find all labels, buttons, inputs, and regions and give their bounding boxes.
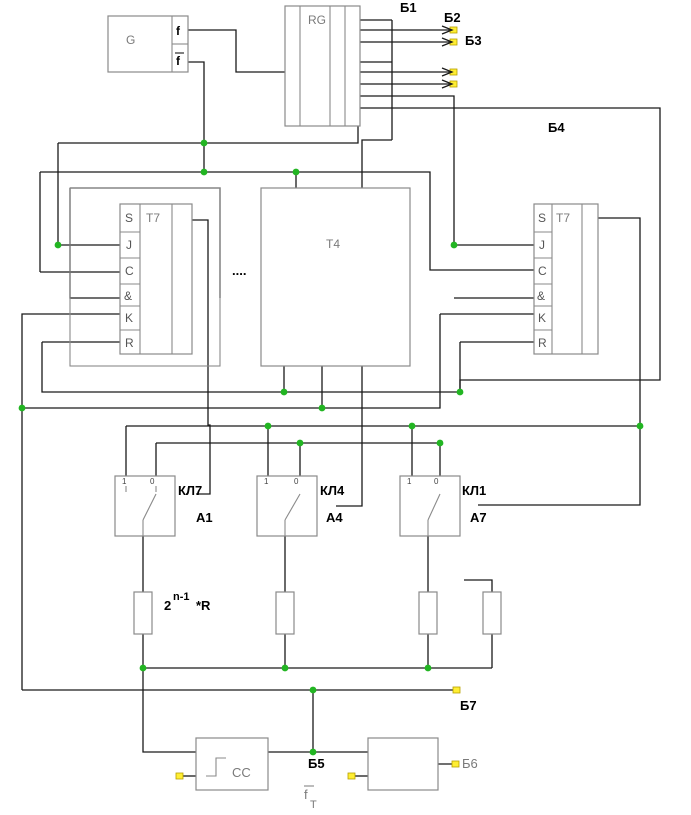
bus-label-b7: Б7: [460, 698, 477, 713]
svg-text:0: 0: [150, 477, 155, 486]
pin-k-right: K: [538, 311, 546, 325]
switch-kl7-label: КЛ7: [178, 483, 202, 498]
switch-kl1: 1 0 КЛ1 A7: [399, 475, 487, 537]
svg-text:1: 1: [407, 477, 412, 486]
io-ports: [175, 26, 461, 780]
junction-dots: [18, 139, 644, 756]
svg-text:*R: *R: [196, 598, 211, 613]
generator-block: G f f: [107, 15, 189, 73]
pin-c-left: C: [125, 264, 134, 278]
svg-text:0: 0: [294, 477, 299, 486]
trigger-t7-right: T7 S J C & K R: [533, 203, 599, 355]
bus-label-b1: Б1: [400, 0, 417, 15]
svg-text:n-1: n-1: [173, 591, 190, 603]
resistor-2: [275, 591, 295, 635]
svg-text:T: T: [310, 799, 317, 811]
resistor-1: [133, 591, 153, 635]
pin-s-right: S: [538, 211, 546, 225]
switch-kl1-addr: A7: [470, 510, 487, 525]
svg-text:1: 1: [264, 477, 269, 486]
register-label: RG: [308, 13, 326, 27]
bus-label-b4: Б4: [548, 120, 565, 135]
resistor-label: 2 n-1 *R: [164, 591, 211, 613]
output-block: [367, 737, 439, 791]
pin-j-left: J: [126, 238, 132, 252]
switch-kl7: 1 0 КЛ7 A1: [114, 475, 213, 537]
resistor-3: [418, 591, 438, 635]
svg-text:1: 1: [122, 477, 127, 486]
wires: [21, 19, 661, 777]
svg-text:f: f: [304, 787, 308, 802]
pin-and-right: &: [537, 289, 545, 303]
switch-kl4-addr: A4: [326, 510, 343, 525]
bus-label-b2: Б2: [444, 10, 461, 25]
clock-label: f T: [304, 785, 317, 811]
pin-j-right: J: [539, 238, 545, 252]
trigger-t7-left: T7 S J C & K R: [119, 203, 193, 355]
pin-r-right: R: [538, 336, 547, 350]
comparator-label: CC: [232, 765, 251, 780]
bus-label-b3: Б3: [465, 33, 482, 48]
resistors: [133, 591, 502, 635]
svg-text:0: 0: [434, 477, 439, 486]
switch-kl4-label: КЛ4: [320, 483, 345, 498]
switch-kl7-addr: A1: [196, 510, 213, 525]
pin-c-right: C: [538, 264, 547, 278]
svg-text:2: 2: [164, 598, 171, 613]
generator-f-output: f: [176, 24, 181, 38]
switch-kl1-label: КЛ1: [462, 483, 486, 498]
arrowheads: [441, 25, 454, 89]
pin-and-left: &: [124, 289, 132, 303]
pin-r-left: R: [125, 336, 134, 350]
trigger-t7-left-label: T7: [146, 211, 160, 225]
switch-kl4: 1 0 КЛ4 A4: [256, 475, 345, 537]
resistor-4: [482, 591, 502, 635]
left-trigger-frame: [69, 187, 221, 367]
generator-label: G: [126, 33, 135, 47]
pin-s-left: S: [125, 211, 133, 225]
comparator-block: CC: [195, 737, 269, 791]
trigger-t7-right-label: T7: [556, 211, 570, 225]
trigger-t4-label: T4: [326, 237, 340, 251]
bus-label-b6: Б6: [462, 756, 478, 771]
trigger-ellipsis: ....: [232, 263, 246, 278]
pin-k-left: K: [125, 311, 133, 325]
register-block: RG: [284, 5, 361, 127]
trigger-t4-block: T4: [260, 187, 411, 367]
generator-fbar-output: f: [176, 54, 181, 68]
bus-label-b5: Б5: [308, 756, 325, 771]
